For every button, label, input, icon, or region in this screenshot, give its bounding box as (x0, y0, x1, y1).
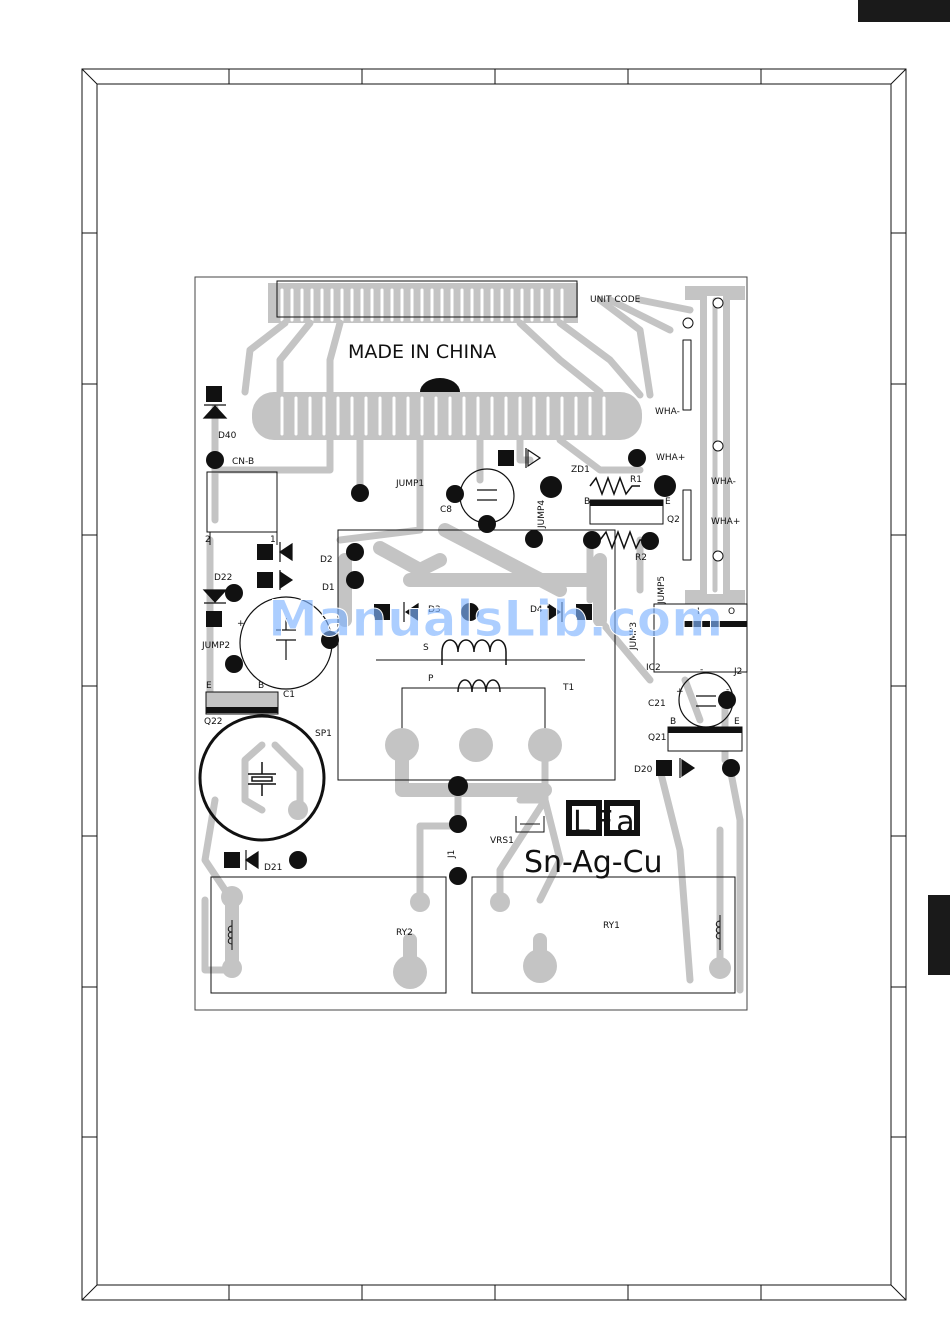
label-d21: D21 (264, 863, 282, 873)
label-wha-plus-2: WHA+ (711, 517, 740, 527)
label-r1: R1 (630, 475, 642, 485)
label-c21-minus: - (726, 685, 729, 695)
label-d20: D20 (634, 765, 653, 775)
lead-free-logo-text: LFa (573, 805, 641, 840)
label-ic2-o: O (728, 607, 735, 617)
label-q2-e: E (665, 497, 671, 507)
label-vrs1: VRS1 (490, 836, 514, 846)
label-j2-minus: - (700, 665, 703, 675)
label-q22: Q22 (204, 717, 223, 727)
label-t1: T1 (562, 683, 574, 693)
label-c21-plus: + (676, 687, 684, 697)
label-jump4: JUMP4 (537, 500, 547, 529)
label-jump1: JUMP1 (395, 479, 424, 489)
made-in-china-marking: MADE IN CHINA (348, 341, 496, 363)
alloy-marking: Sn-Ag-Cu (524, 845, 663, 880)
label-cnb: CN-B (232, 457, 254, 467)
label-c1: C1 (283, 690, 295, 700)
label-q2-b: B (584, 497, 590, 507)
label-sp1: SP1 (315, 729, 332, 739)
label-wha-plus-1: WHA+ (656, 453, 685, 463)
label-q2: Q2 (667, 515, 680, 525)
label-jump2: JUMP2 (201, 641, 230, 651)
label-cnb-pin2: 2 (205, 535, 211, 545)
label-r2: R2 (635, 553, 647, 563)
label-c21: C21 (648, 699, 666, 709)
label-wha-minus-2: WHA- (711, 477, 736, 487)
label-c8: C8 (440, 505, 452, 515)
label-j2: J2 (733, 667, 742, 677)
label-c1-plus: + (237, 619, 245, 629)
label-q21-b: B (670, 717, 676, 727)
label-wha-minus-1: WHA- (655, 407, 680, 417)
label-cnb-pin1: 1 (270, 535, 276, 545)
label-ry2: RY2 (396, 928, 413, 938)
label-q22-b: B (258, 681, 264, 691)
label-ry1: RY1 (603, 921, 620, 931)
label-d22: D22 (214, 573, 232, 583)
label-p: P (428, 674, 434, 684)
manualslib-watermark: ManualsLib.com (268, 590, 723, 648)
unit-code-label: UNIT CODE (590, 295, 641, 305)
label-d40: D40 (218, 431, 237, 441)
label-j1: J1 (447, 850, 457, 859)
label-q21-e: E (734, 717, 740, 727)
label-ic2: IC2 (646, 663, 661, 673)
label-d2: D2 (320, 555, 333, 565)
label-q21: Q21 (648, 733, 667, 743)
label-zd1: ZD1 (571, 465, 590, 475)
label-q22-e: E (206, 681, 212, 691)
